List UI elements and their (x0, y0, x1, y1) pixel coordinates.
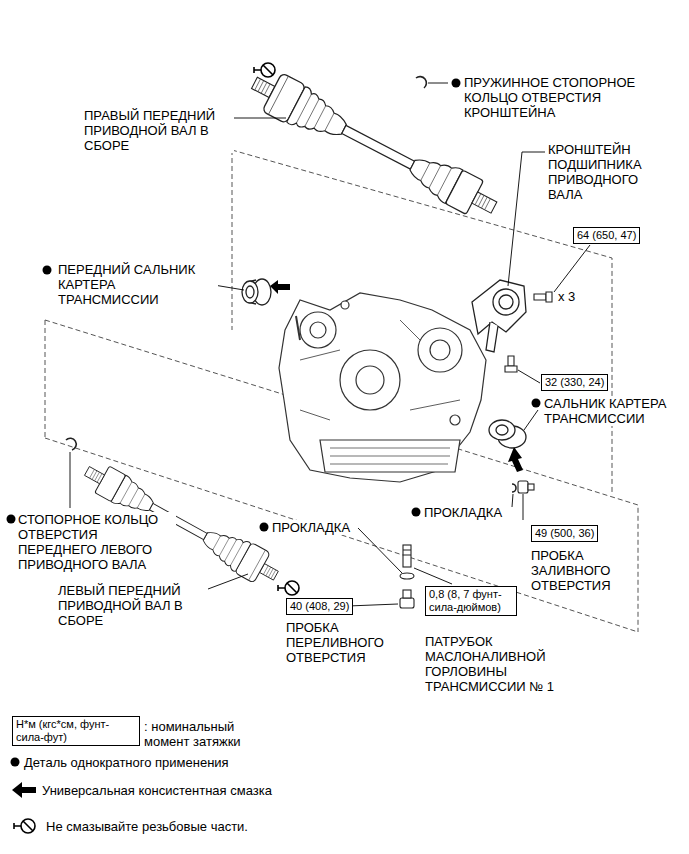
torque-value: 40 (408, 29) (290, 600, 349, 613)
part-label: ПРОКЛАДКА (424, 505, 502, 520)
grease-arrow (270, 280, 290, 294)
legend-bullet (11, 758, 20, 767)
bolt (505, 292, 552, 372)
plug (512, 481, 534, 493)
torque-value: Н*м (кгс*см, фунт-сила-фут) (16, 718, 136, 744)
transmission (279, 293, 486, 482)
legend-no-lube (14, 819, 35, 833)
legend-arrow (12, 782, 36, 798)
no-lube-symbol (278, 581, 299, 595)
torque-box: 40 (408, 29) (286, 598, 353, 615)
part-label: ПЕРЕДНИЙ САЛЬНИК КАРТЕРА ТРАНСМИССИИ (58, 262, 218, 307)
legend-text: Не смазывайте резьбовые части. (46, 819, 248, 834)
one-time-bullet (7, 79, 541, 532)
part-label: ЛЕВЫЙ ПЕРЕДНИЙ ПРИВОДНОЙ ВАЛ В СБОРЕ (58, 583, 208, 628)
part-label: ПРОБКА ПЕРЕЛИВНОГО ОТВЕРСТИЯ (286, 620, 390, 665)
part-label: СТОПОРНОЕ КОЛЬЦО ОТВЕРСТИЯ ПЕРЕДНЕГО ЛЕВ… (18, 512, 176, 572)
snap-ring (66, 438, 76, 450)
legend-text: Универсальная консистентная смазка (42, 783, 272, 798)
torque-value: 64 (650, 47) (577, 229, 636, 242)
oil-seal (242, 279, 271, 305)
no-lube-symbol (254, 63, 275, 77)
torque-box: 49 (500, 36) (531, 525, 598, 542)
part-label: ПРОКЛАДКА (272, 520, 350, 535)
part-label: КРОНШТЕЙН ПОДШИПНИКА ПРИВОДНОГО ВАЛА (548, 142, 652, 202)
torque-box: 32 (330, 24) (541, 374, 608, 391)
plug (400, 545, 414, 608)
torque-value: 49 (500, 36) (535, 527, 594, 540)
legend-text: Деталь однократного применения (24, 755, 229, 770)
quantity-label: x 3 (558, 289, 575, 304)
part-label: ПРОБКА ЗАЛИВНОГО ОТВЕРСТИЯ (531, 548, 631, 593)
oil-seal (489, 420, 526, 448)
grease-arrow (508, 447, 523, 472)
torque-value: 32 (330, 24) (545, 376, 604, 389)
part-label: ПРАВЫЙ ПЕРЕДНИЙ ПРИВОДНОЙ ВАЛ В СБОРЕ (84, 108, 234, 153)
legend-text: : номинальный момент затяжки (144, 719, 264, 749)
snap-ring (416, 77, 426, 88)
part-label: САЛЬНИК КАРТЕРА ТРАНСМИССИИ (544, 396, 678, 426)
torque-value: 0,8 (8, 7 фунт-сила-дюймов) (429, 588, 513, 614)
torque-box: 64 (650, 47) (573, 227, 640, 244)
part-label: ПРУЖИННОЕ СТОПОРНОЕ КОЛЬЦО ОТВЕРСТИЯ КРО… (464, 75, 660, 120)
legend-torque-box: Н*м (кгс*см, фунт-сила-фут) (12, 716, 140, 746)
part-label: ПАТРУБОК МАСЛОНАЛИВНОЙ ГОРЛОВИНЫ ТРАНСМИ… (425, 634, 575, 694)
torque-box: 0,8 (8, 7 фунт-сила-дюймов) (425, 586, 517, 616)
bearing-bracket (472, 280, 526, 352)
